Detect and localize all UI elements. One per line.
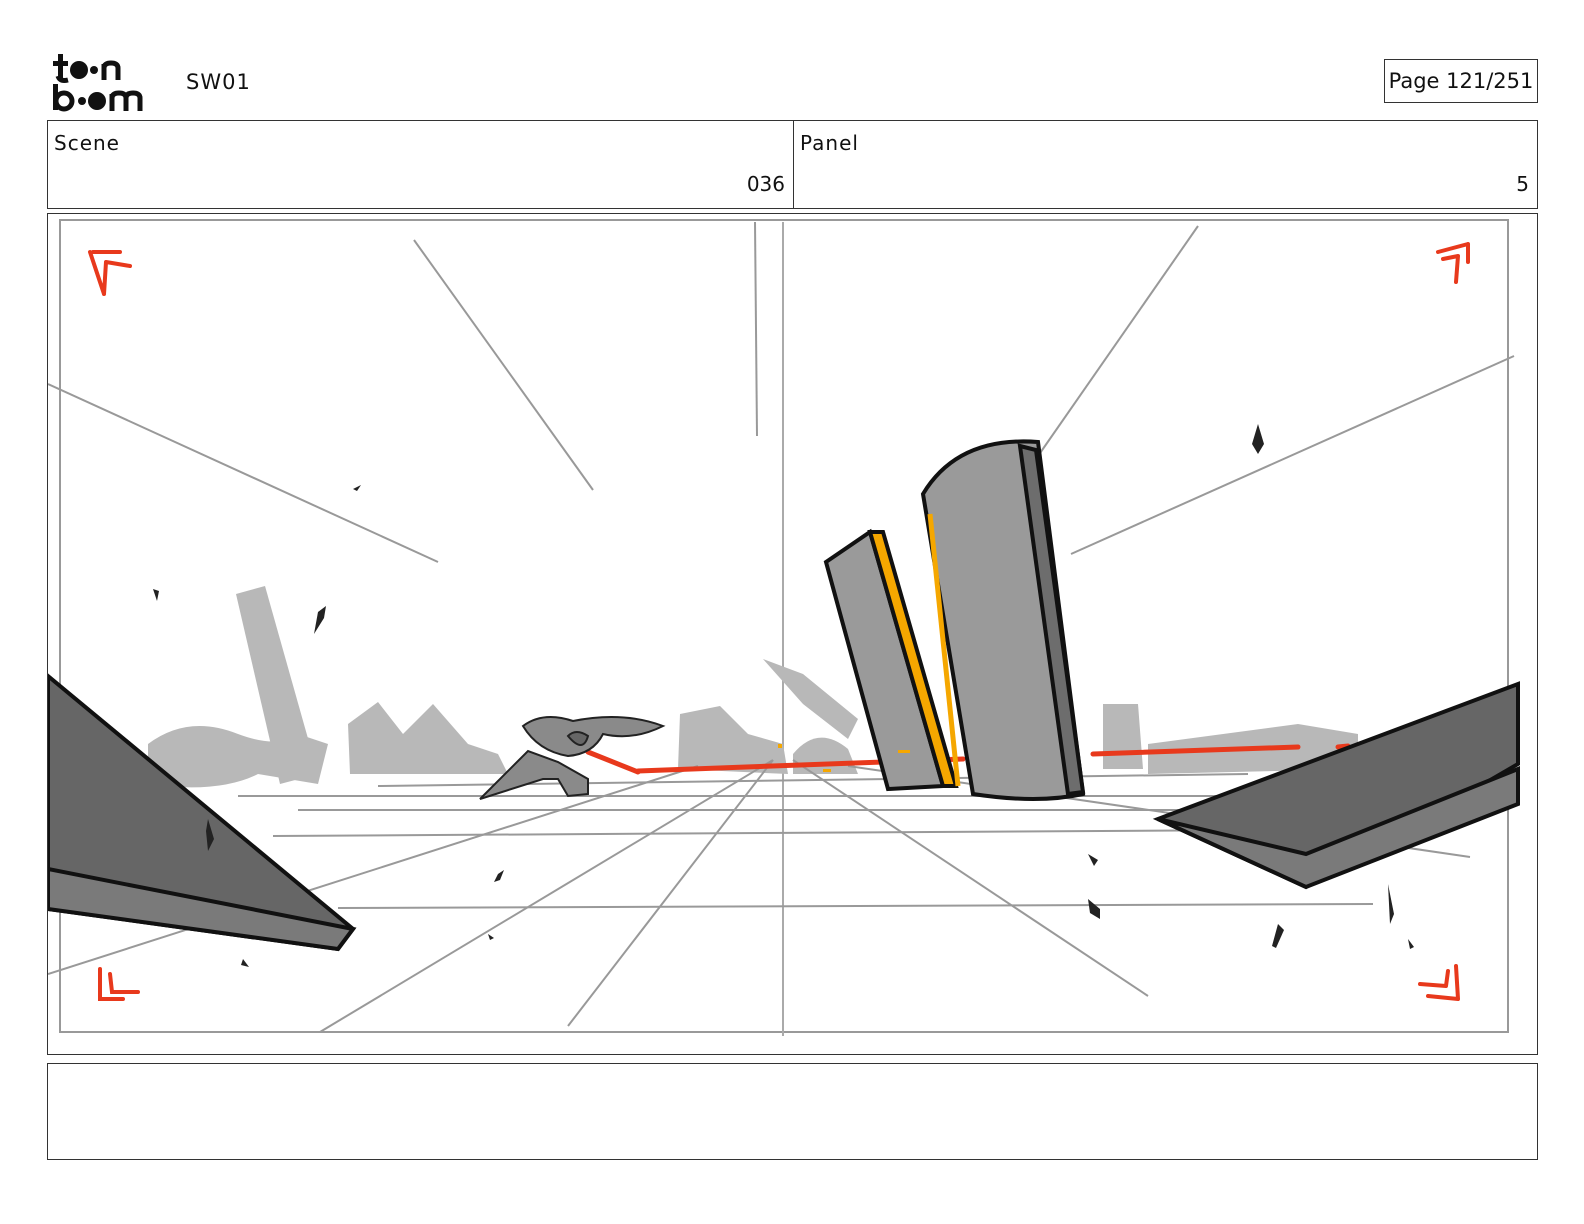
notes-box	[47, 1063, 1538, 1160]
panel-label: Panel	[800, 131, 859, 155]
scene-number: 036	[746, 172, 785, 196]
corner-marks	[88, 242, 1470, 1001]
scene-panel-info: Scene 036 Panel 5	[47, 120, 1538, 209]
foreground-slab-right	[1152, 681, 1520, 890]
debris	[153, 424, 1414, 967]
panel-cell: Panel 5	[794, 121, 1537, 208]
storyboard-frame	[47, 213, 1538, 1055]
scene-cell: Scene 036	[48, 121, 794, 208]
toon-boom-logo	[53, 54, 143, 112]
slab-left	[823, 528, 959, 792]
project-code: SW01	[186, 70, 251, 94]
panel-number: 5	[1516, 172, 1529, 196]
background-rocks	[148, 586, 1358, 788]
page-indicator: Page 121/251	[1384, 59, 1538, 103]
slab-right	[920, 439, 1086, 801]
foreground-slab-left	[48, 673, 357, 952]
scene-label: Scene	[54, 131, 120, 155]
speed-lines	[48, 221, 1515, 563]
fighter-ship	[479, 716, 666, 800]
storyboard-sketch	[48, 219, 1520, 1036]
sparks	[778, 744, 910, 772]
